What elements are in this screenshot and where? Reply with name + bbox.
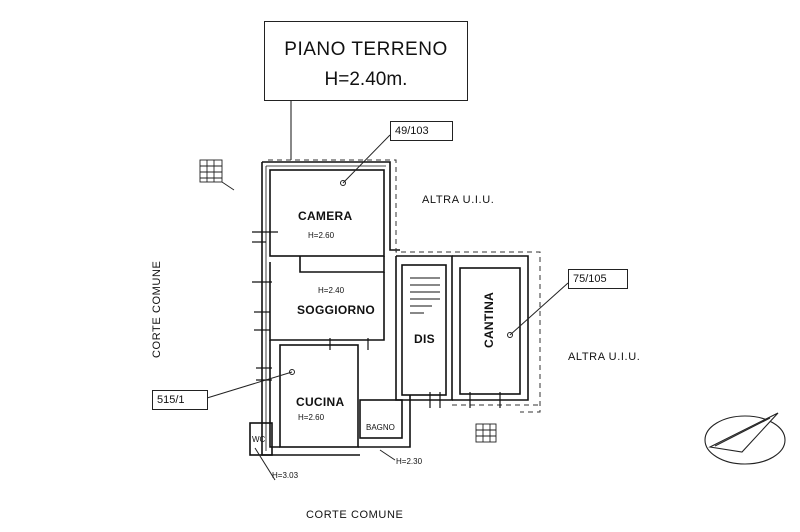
room-height-wc: H=3.03	[272, 471, 299, 480]
room-label-camera: CAMERA	[298, 209, 353, 223]
room-label-bagno: BAGNO	[366, 423, 395, 432]
altra-uiu-top: ALTRA U.I.U.	[422, 194, 495, 206]
parcel-tag-top: 49/103	[390, 121, 453, 141]
title-box: PIANO TERRENO H=2.40m.	[264, 21, 468, 101]
room-label-cucina: CUCINA	[296, 395, 345, 409]
room-height-camera: H=2.60	[308, 231, 335, 240]
plan-title: PIANO TERRENO	[284, 39, 448, 60]
staircase-icon	[475, 423, 497, 443]
room-label-cantina: CANTINA	[482, 291, 496, 348]
wc-room-outline	[249, 422, 273, 456]
room-label-soggiorno: SOGGIORNO	[297, 303, 376, 317]
bagno-room-outline	[359, 399, 403, 439]
outer-wall	[262, 161, 400, 251]
plan-height: H=2.40m.	[324, 69, 408, 90]
altra-uiu-right: ALTRA U.I.U.	[568, 351, 641, 363]
dis-room-outline	[401, 264, 447, 396]
corte-comune-bottom: CORTE COMUNE	[306, 509, 404, 521]
parcel-tag-left: 515/1	[152, 390, 208, 410]
corte-comune-left: CORTE COMUNE	[151, 260, 163, 358]
room-height-cucina: H=2.60	[298, 413, 325, 422]
camera-room-outline	[269, 169, 385, 257]
parcel-tag-right: 75/105	[568, 269, 628, 289]
cantina-room-outline	[459, 267, 521, 395]
boundary-dashed	[268, 159, 541, 413]
north-arrow-icon	[704, 412, 786, 465]
staircase-icon	[199, 159, 235, 191]
room-label-wc: WC	[252, 435, 266, 444]
room-height-soggiorno: H=2.40	[318, 286, 345, 295]
cucina-room-outline	[279, 344, 359, 448]
room-height-bagno: H=2.30	[396, 457, 423, 466]
room-label-dis: DIS	[414, 332, 435, 346]
